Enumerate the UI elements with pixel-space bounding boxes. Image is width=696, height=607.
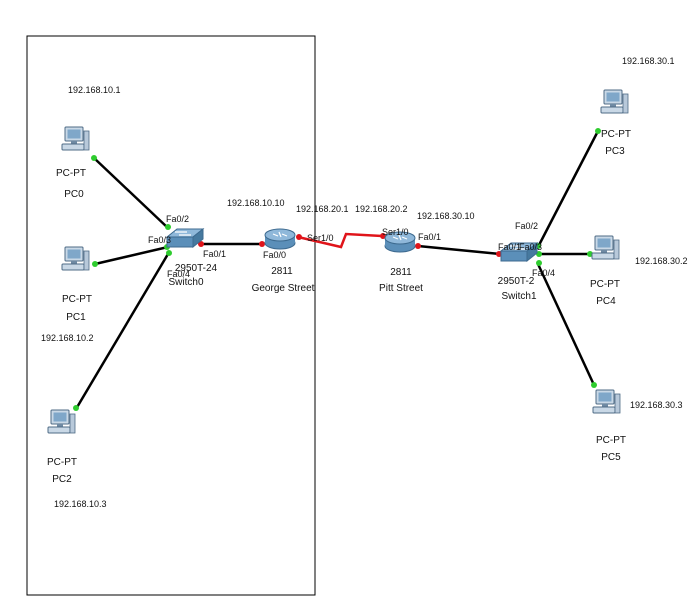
port-dot-pc3 (595, 128, 601, 134)
george-ser10-label: Ser1/0 (307, 233, 334, 243)
link-switch1-pc5 (536, 263, 596, 386)
switch0[interactable]: 2950T-24 Switch0 (166, 228, 218, 288)
link-switch1-pc3 (536, 130, 600, 248)
george-router-icon (264, 228, 296, 250)
pc5-computer-icon (592, 389, 621, 414)
george-name-label: George Street (252, 283, 315, 294)
pc5-type-label: PC-PT (596, 435, 626, 446)
pc5[interactable]: PC-PT PC5 (592, 389, 626, 463)
port-dot-sw0-fa04 (166, 250, 172, 256)
pitt-fa01-label: Fa0/1 (418, 232, 441, 242)
pc1-type-label: PC-PT (62, 294, 92, 305)
pc5-ip-label: 192.168.30.3 (630, 400, 683, 410)
sw1-fa02-label: Fa0/2 (515, 221, 538, 231)
pc3-computer-icon (600, 89, 629, 114)
pc4-type-label: PC-PT (590, 279, 620, 290)
pc3-name-label: PC3 (605, 146, 625, 157)
port-dot-pc5 (591, 382, 597, 388)
port-dot-pitt-fa01 (415, 243, 421, 249)
pc2[interactable]: PC-PT PC2 (47, 409, 77, 485)
port-dot-sw1-fa04 (536, 260, 542, 266)
switch0-switch-icon (166, 228, 204, 248)
port-dot-sw0-fa01 (198, 241, 204, 247)
george-wan-ip-label: 192.168.20.1 (296, 204, 349, 214)
pc0-name-label: PC0 (64, 189, 84, 200)
serial-link-george-pitt (297, 232, 384, 249)
link-pitt-switch1 (417, 244, 501, 256)
pitt-ser10-label: Ser1/0 (382, 227, 409, 237)
sw0-fa04-label: Fa0/4 (167, 269, 190, 279)
pc4-computer-icon (591, 235, 620, 260)
link-pc2-switch0 (74, 253, 170, 410)
pc1-computer-icon (61, 246, 90, 271)
pc2-ip-label: 192.168.10.3 (54, 499, 107, 509)
port-labels: Fa0/2 Fa0/3 Fa0/4 Fa0/1 Fa0/0 Ser1/0 Ser… (148, 214, 555, 279)
port-dot-pitt-ser10 (380, 233, 386, 239)
router-pitt-street[interactable]: 2811 Pitt Street (379, 231, 423, 294)
sw0-fa01-label: Fa0/1 (203, 249, 226, 259)
pc3-type-label: PC-PT (601, 129, 631, 140)
sw0-fa03-label: Fa0/3 (148, 235, 171, 245)
port-dot-pc1 (92, 261, 98, 267)
port-dot-george-ser10 (296, 234, 302, 240)
george-lan-ip-label: 192.168.10.10 (227, 198, 285, 208)
pc2-computer-icon (47, 409, 76, 434)
pc0-type-label: PC-PT (56, 168, 86, 179)
port-dot-pc0 (91, 155, 97, 161)
port-status-dots (73, 128, 601, 411)
switch0-model-label: 2950T-24 (175, 263, 218, 274)
port-dot-george-fa00 (259, 241, 265, 247)
george-model-label: 2811 (271, 266, 293, 277)
switch1[interactable]: 2950T-2 Switch1 (498, 242, 538, 302)
switch0-name-label: Switch0 (168, 277, 203, 288)
ip-labels: 192.168.10.1 192.168.10.2 192.168.10.3 1… (41, 56, 688, 509)
pitt-model-label: 2811 (390, 267, 412, 278)
pc0[interactable]: PC-PT PC0 (56, 126, 90, 200)
sw1-fa04-label: Fa0/4 (532, 268, 555, 278)
pc2-type-label: PC-PT (47, 457, 77, 468)
george-fa00-label: Fa0/0 (263, 250, 286, 260)
link-pc1-switch0 (94, 245, 169, 266)
switch1-name-label: Switch1 (501, 291, 536, 302)
pc4-name-label: PC4 (596, 296, 616, 307)
pc4[interactable]: PC-PT PC4 (590, 235, 620, 307)
pc3[interactable]: PC-PT PC3 (600, 89, 631, 157)
pc1-ip-label: 192.168.10.2 (41, 333, 94, 343)
site-boundary-box (26, 35, 316, 596)
router-george-street[interactable]: 2811 George Street (252, 228, 315, 294)
pc1[interactable]: PC-PT PC1 (61, 246, 92, 323)
links (74, 130, 600, 410)
switch1-model-label: 2950T-2 (498, 276, 535, 287)
pitt-wan-ip-label: 192.168.20.2 (355, 204, 408, 214)
link-pc0-switch0 (93, 157, 169, 229)
pc3-ip-label: 192.168.30.1 (622, 56, 675, 66)
pc0-ip-label: 192.168.10.1 (68, 85, 121, 95)
sw1-fa01-label: Fa0/1 (498, 242, 521, 252)
pc2-name-label: PC2 (52, 474, 72, 485)
port-dot-sw0-fa02 (165, 224, 171, 230)
pc4-ip-label: 192.168.30.2 (635, 256, 688, 266)
pitt-lan-ip-label: 192.168.30.10 (417, 211, 475, 221)
sw1-fa03-label: Fa0/3 (519, 242, 542, 252)
pc5-name-label: PC5 (601, 452, 621, 463)
port-dot-pc2 (73, 405, 79, 411)
pc1-name-label: PC1 (66, 312, 86, 323)
pc0-computer-icon (61, 126, 90, 151)
sw0-fa02-label: Fa0/2 (166, 214, 189, 224)
pitt-name-label: Pitt Street (379, 283, 423, 294)
